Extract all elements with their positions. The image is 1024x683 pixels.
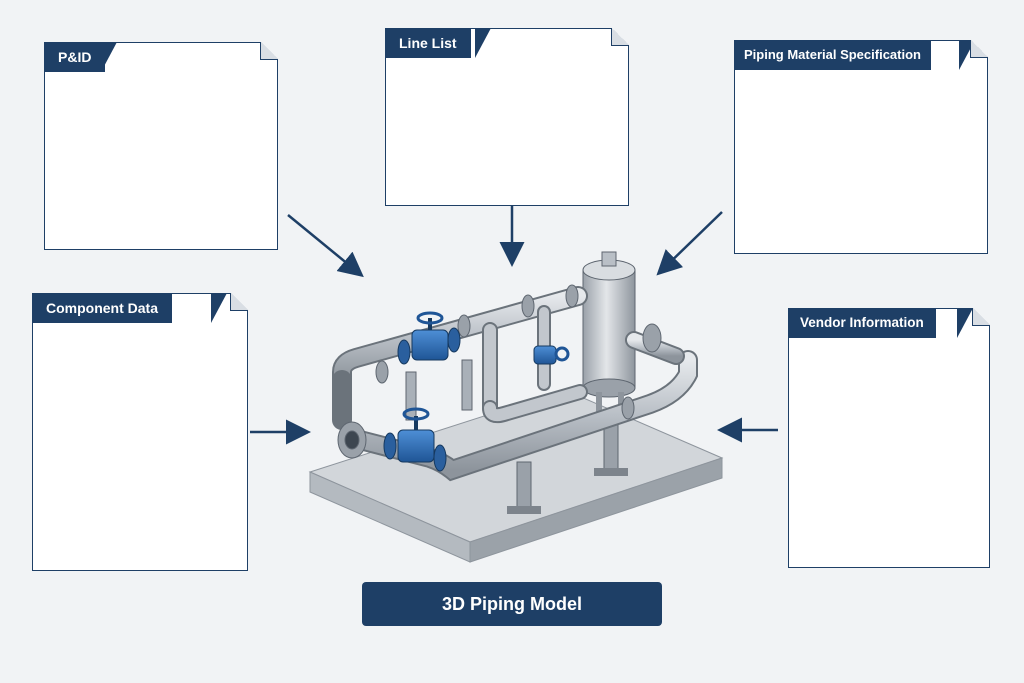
line-list-card-title: Line List xyxy=(385,28,471,58)
blue-valve-upper xyxy=(397,311,461,365)
pms-card: Piping Material Specification xyxy=(734,40,988,254)
pid-card-title: P&ID xyxy=(44,42,106,72)
pipe-supports xyxy=(405,359,628,514)
pms-card-title: Piping Material Specification xyxy=(734,40,931,70)
flanges xyxy=(337,284,662,459)
flow-arrows xyxy=(250,206,778,445)
pid-card: P&ID xyxy=(44,42,278,250)
base-skid-side xyxy=(469,457,723,563)
line-list-card: Line List xyxy=(385,28,629,206)
piping-model xyxy=(308,251,724,563)
vertical-vessel xyxy=(582,251,636,414)
component-data-card: Component Data xyxy=(32,293,248,571)
arrow-pid-to-model xyxy=(287,214,364,278)
blue-valve-small xyxy=(533,345,570,365)
blue-valve-lower xyxy=(383,407,447,472)
vendor-info-card-title: Vendor Information xyxy=(788,308,936,338)
model-label: 3D Piping Model xyxy=(362,582,662,626)
component-data-card-title: Component Data xyxy=(32,293,172,323)
vendor-info-card: Vendor Information xyxy=(788,308,990,568)
arrow-pms-to-model xyxy=(656,211,723,276)
